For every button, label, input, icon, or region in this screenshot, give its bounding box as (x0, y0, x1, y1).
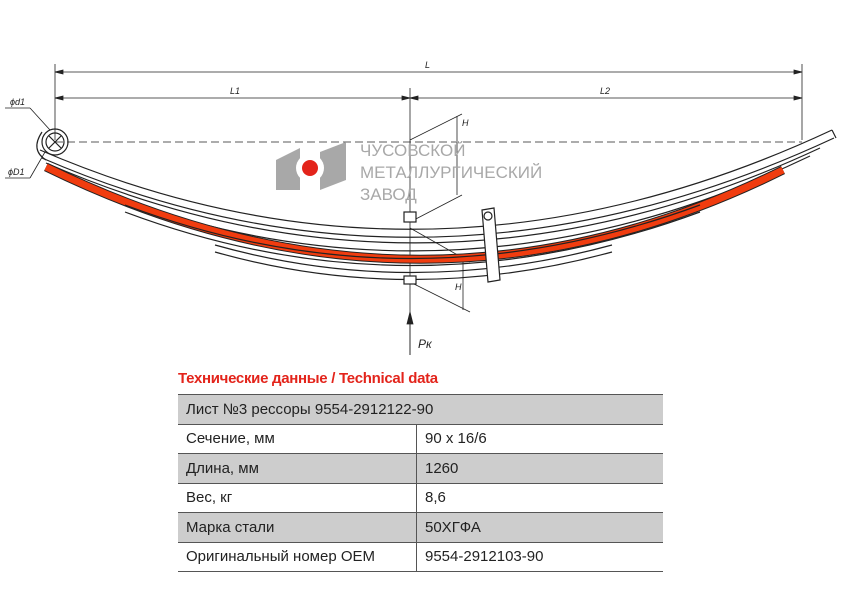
table-header: Лист №3 рессоры 9554-2912122-90 (178, 394, 663, 425)
dim-l1: L1 (230, 86, 240, 96)
dim-l: L (425, 60, 430, 70)
logo-line-1: ЧУСОВСКОЙ (360, 141, 465, 160)
leaf-spring-drawing: ЧУСОВСКОЙ МЕТАЛЛУРГИЧЕСКИЙ ЗАВОД L L1 L2… (5, 60, 837, 355)
technical-data-table: Лист №3 рессоры 9554-2912122-90 Сечение,… (178, 394, 663, 572)
dim-h: H (462, 118, 469, 128)
row-value: 8,6 (416, 483, 663, 513)
load-label: Pк (418, 337, 433, 351)
table-row: Сечение, мм 90 x 16/6 (178, 424, 663, 454)
row-label: Оригинальный номер OEM (178, 542, 417, 572)
logo: ЧУСОВСКОЙ МЕТАЛЛУРГИЧЕСКИЙ ЗАВОД (276, 141, 542, 204)
row-label: Вес, кг (178, 483, 417, 513)
dim-D1: ϕD1 (8, 167, 25, 177)
table-row: Длина, мм 1260 (178, 453, 663, 484)
row-value: 50ХГФА (416, 512, 663, 543)
row-value: 9554-2912103-90 (416, 542, 663, 572)
row-label: Сечение, мм (178, 424, 417, 454)
table-header-row: Лист №3 рессоры 9554-2912122-90 (178, 394, 663, 425)
row-label: Марка стали (178, 512, 417, 543)
logo-line-3: ЗАВОД (360, 185, 417, 204)
row-value: 90 x 16/6 (416, 424, 663, 454)
technical-data-title: Технические данные / Technical data (178, 370, 438, 387)
table-row: Марка стали 50ХГФА (178, 512, 663, 543)
table-row: Вес, кг 8,6 (178, 483, 663, 513)
dim-d1: ϕd1 (10, 97, 25, 107)
row-value: 1260 (416, 453, 663, 484)
dim-l2: L2 (600, 86, 610, 96)
logo-line-2: МЕТАЛЛУРГИЧЕСКИЙ (360, 163, 542, 182)
row-label: Длина, мм (178, 453, 417, 484)
table-row: Оригинальный номер OEM 9554-2912103-90 (178, 542, 663, 572)
dim-h1: H (455, 282, 462, 292)
